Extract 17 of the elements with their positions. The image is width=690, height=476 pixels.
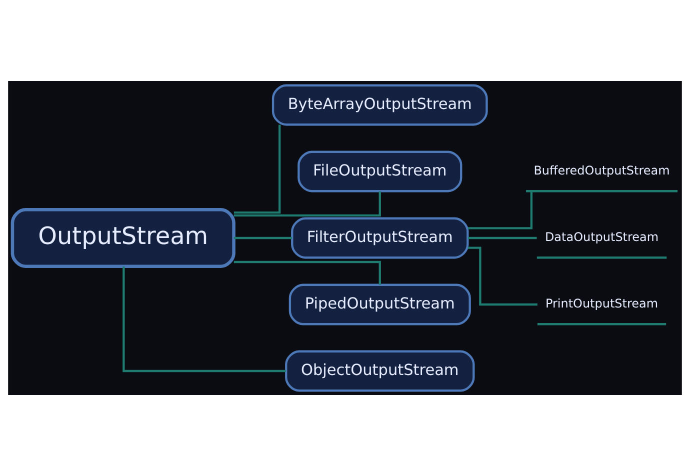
connector [234,236,292,240]
node-box: PipedOutputStream [288,284,471,326]
node-box: FileOutputStream [298,150,462,192]
connector [234,124,281,214]
node-box: FilterOutputStream [291,217,469,259]
node-box: ObjectOutputStream [285,350,475,392]
connector [234,260,381,285]
node-text: DataOutputStream [544,230,659,244]
node-box: ByteArrayOutputStream [272,84,488,126]
connector [122,266,286,372]
node-text: PrintOutputStream [545,296,658,311]
node-text: BufferedOutputStream [534,164,670,178]
connector [468,246,538,306]
connector [468,236,537,240]
connector [234,191,381,217]
connector [468,191,533,230]
node-box: OutputStream [10,208,236,268]
